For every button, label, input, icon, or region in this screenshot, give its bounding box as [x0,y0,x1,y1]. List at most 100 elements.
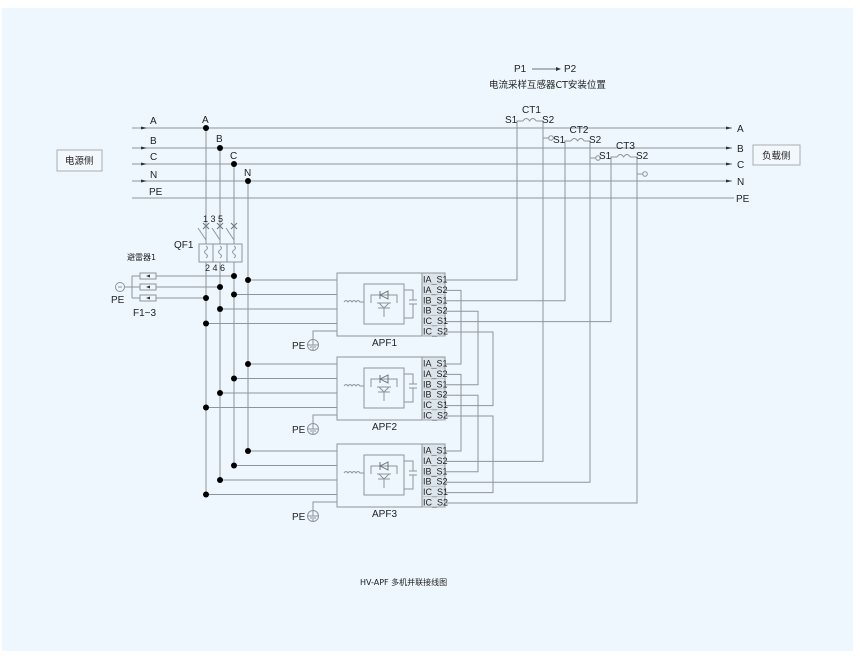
transistor-icon [378,473,390,488]
breaker-label: QF1 [174,240,194,251]
breaker-coil-icon [218,245,222,259]
ct-s1-label: S1 [599,151,612,162]
series-link-wire [445,310,479,386]
breaker-coil-icon [232,245,236,259]
apf-ground-label: PE [292,341,306,352]
terminal-ic-s2: IC_S2 [423,327,448,337]
breaker-cross-icon [230,222,238,230]
arrow-in-icon [141,126,147,130]
load-side-box: 负载侧 [752,144,801,166]
inductor-icon [343,471,364,474]
series-link-wire [445,373,462,452]
tap-label-a: A [202,115,209,126]
converter-icon [363,454,405,496]
ground-icon [307,510,319,522]
ct-coil-icon [522,118,537,122]
ground-icon [307,423,319,435]
bus-line-n: N N [132,170,744,188]
ct-s2-wire [445,128,544,462]
source-side-label: 电源侧 [65,155,94,167]
diode-icon [378,290,389,300]
terminal-ic-s2: IC_S2 [423,411,448,421]
terminal-ia-s1: IA_S1 [423,359,448,369]
ct-s1-wire [445,164,612,323]
junction-dot [217,306,223,312]
bus-label-right: N [737,177,744,188]
junction-dot [217,477,223,483]
junction-dot [203,125,209,131]
terminal-ib-s2: IB_S2 [423,306,448,316]
terminal-ic-s1: IC_S1 [423,400,448,410]
junction-dot [231,161,237,167]
bus-line-c: C C [132,152,744,171]
diagram-title: HV-APF 多机并联接线图 [360,577,447,587]
arrester [132,283,223,291]
bus-label-right: B [737,144,744,155]
bus-label-left: B [150,136,157,147]
ct-coil-icon [616,154,631,158]
source-side-box: 电源侧 [56,149,103,172]
arrow-out-icon [726,146,732,150]
junction-dot [231,291,237,298]
ground-icon [595,155,601,161]
transistor-icon [378,386,390,401]
junction-dot [231,375,237,382]
fuse-label: F1~3 [133,308,157,319]
ct-s2-label: S2 [589,135,602,146]
series-link-wire [445,415,494,494]
ct-s2-label: S2 [636,151,649,162]
terminal-ib-s2: IB_S2 [423,477,448,487]
junction-dot [217,390,223,396]
breaker-coil-icon [204,245,208,259]
breaker-pole [197,222,210,259]
ct-coil-icon [570,138,585,142]
breaker-blade [225,227,235,241]
breaker-blade [197,227,207,241]
series-link-wire [445,394,479,473]
terminal-ib-s2: IB_S2 [423,390,448,400]
terminal-ia-s2: IA_S2 [423,369,448,379]
diode-icon [378,461,389,471]
inductor-icon [343,384,364,387]
bus-label-left: C [150,152,157,163]
junction-dot [231,462,237,469]
terminal-ia-s1: IA_S1 [423,446,448,456]
terminal-ib-s1: IB_S1 [423,295,448,305]
apf-label: APF1 [372,338,397,349]
inductor-icon [343,300,364,303]
bus-line-b: B B [132,136,744,155]
load-side-label: 负载侧 [762,150,791,162]
bus-label-left: N [150,170,157,181]
bus-label-right: PE [736,194,750,205]
ct-s1-wire [445,128,518,281]
apf-ground-label: PE [292,512,306,523]
ct-s2-wire [445,164,638,504]
arrow-in-icon [141,146,147,150]
capacitor-icon [404,373,417,403]
transistor-icon [378,302,390,317]
bus-lines: A A B B C C N N PE PE [132,116,750,205]
terminal-ic-s2: IC_S2 [423,498,448,508]
arrow-out-icon [726,126,732,130]
apf-ground-label: PE [292,425,306,436]
surge-arrester-label: 避雷器1 [127,252,156,262]
arrester-ground-label: PE [111,295,125,306]
converter-icon [363,367,405,409]
bus-label-right: A [737,124,744,135]
bus-line-a: A A [132,116,744,135]
tap-label-n: N [244,168,251,179]
terminal-ic-s1: IC_S1 [423,316,448,326]
breaker-blade [211,227,221,241]
ct-s2-label: S2 [542,115,555,126]
junction-dot [245,277,251,283]
apf-label: APF2 [372,422,397,433]
ct-label: CT1 [522,105,541,116]
ground-icon [642,171,648,177]
